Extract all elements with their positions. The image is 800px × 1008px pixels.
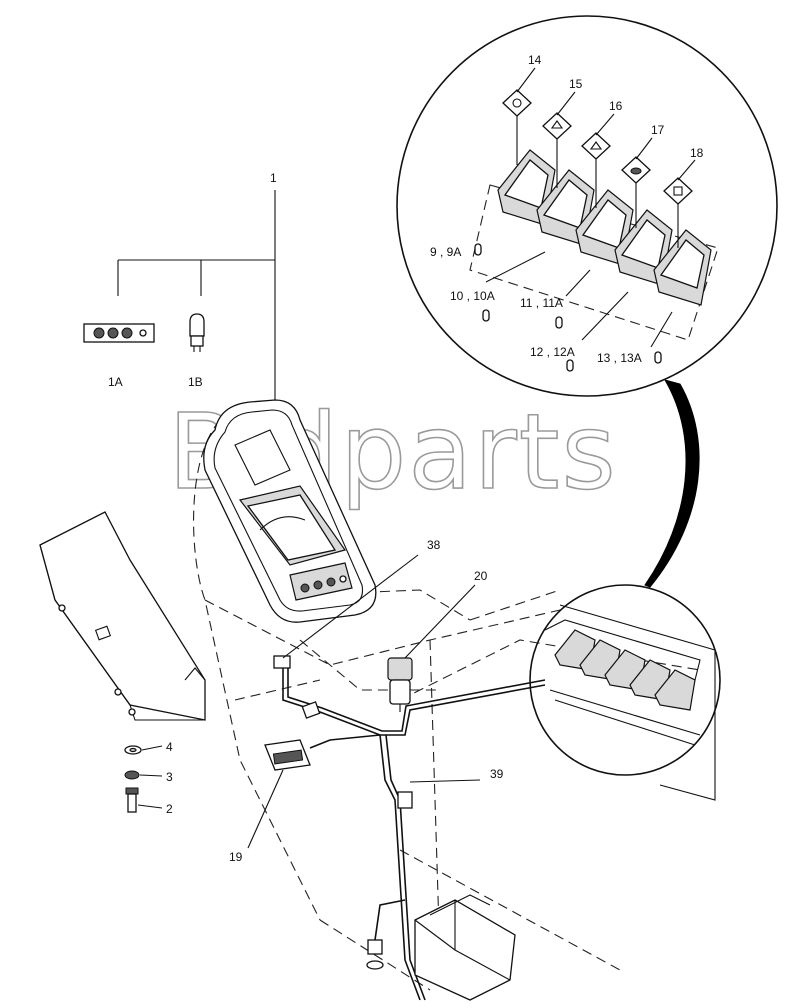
callout-38: 38 bbox=[427, 538, 441, 552]
symbol-15-icon bbox=[542, 112, 572, 140]
callout-15: 15 bbox=[569, 77, 583, 91]
module-19 bbox=[264, 739, 311, 771]
callout-17: 17 bbox=[651, 123, 665, 137]
lower-bracket bbox=[414, 894, 516, 1001]
rocker-switch-18 bbox=[653, 229, 712, 306]
bulb-9-icon bbox=[474, 243, 482, 256]
callout-18: 18 bbox=[690, 146, 704, 160]
bulb-1b bbox=[189, 313, 205, 352]
callout-39: 39 bbox=[490, 767, 504, 781]
callout-1b: 1B bbox=[188, 375, 203, 389]
detail-circle-switches bbox=[396, 15, 778, 397]
callout-9: 9 , 9A bbox=[430, 245, 461, 259]
callout-2: 2 bbox=[166, 802, 173, 816]
washer-4 bbox=[124, 745, 142, 755]
symbol-18-icon bbox=[663, 177, 693, 205]
bulb-11-icon bbox=[555, 316, 563, 329]
callout-16: 16 bbox=[609, 99, 623, 113]
lock-washer-3 bbox=[124, 770, 140, 780]
symbol-17-icon bbox=[621, 156, 651, 184]
sensor-20 bbox=[387, 657, 413, 712]
mounting-bracket bbox=[39, 511, 206, 721]
leader-item-1 bbox=[117, 190, 276, 400]
callout-1: 1 bbox=[270, 171, 277, 185]
symbol-16-icon bbox=[581, 132, 611, 160]
callout-14: 14 bbox=[528, 53, 542, 67]
callout-3: 3 bbox=[166, 770, 173, 784]
symbol-14-icon bbox=[502, 89, 532, 117]
detail-arrow bbox=[644, 379, 700, 588]
callout-12: 12 , 12A bbox=[530, 345, 575, 359]
panel-switch-5 bbox=[654, 669, 696, 711]
bulb-13-icon bbox=[654, 351, 662, 364]
switch-panel-detail bbox=[529, 584, 721, 801]
callout-10: 10 , 10A bbox=[450, 289, 495, 303]
bulb-12-icon bbox=[566, 359, 574, 372]
callout-13: 13 , 13A bbox=[597, 351, 642, 365]
bolt-2 bbox=[125, 787, 139, 813]
bulb-10-icon bbox=[482, 309, 490, 322]
callout-19: 19 bbox=[229, 850, 243, 864]
callout-11: 11 , 11A bbox=[520, 296, 563, 310]
instrument-cluster bbox=[203, 399, 377, 623]
callout-1a: 1A bbox=[108, 375, 123, 389]
callout-20: 20 bbox=[474, 569, 488, 583]
callout-4: 4 bbox=[166, 740, 173, 754]
connector-block-1a bbox=[83, 323, 155, 343]
